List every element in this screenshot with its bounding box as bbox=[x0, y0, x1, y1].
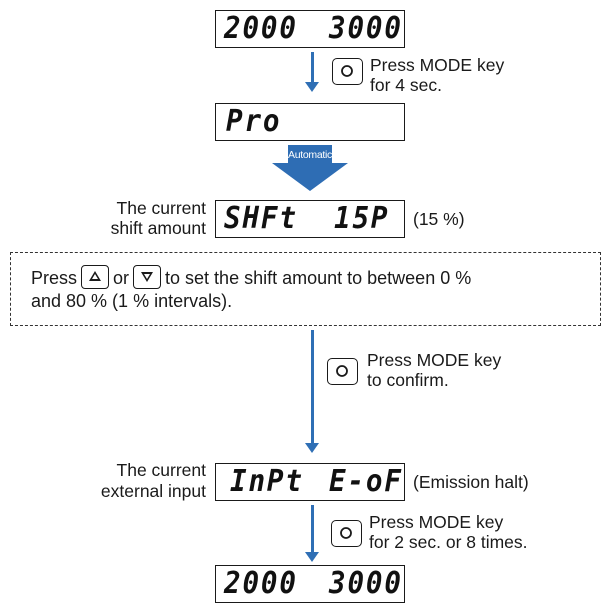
display-final: 2000 3000 bbox=[215, 565, 405, 603]
step3-text-line1: Press MODE key bbox=[367, 350, 502, 370]
display-pro: Pro bbox=[215, 103, 405, 141]
automatic-arrow-icon bbox=[272, 145, 348, 191]
display-pro-left: Pro bbox=[226, 104, 282, 139]
step1-text-line2: for 4 sec. bbox=[370, 75, 442, 95]
instruction-line1: Press or to set the shift amount to betwee… bbox=[31, 265, 471, 289]
arrow-down-icon bbox=[311, 52, 314, 82]
arrow-down-icon bbox=[305, 552, 319, 562]
up-key-icon bbox=[81, 265, 110, 289]
display-initial-left: 2000 bbox=[224, 11, 298, 46]
step1-text-line1: Press MODE key bbox=[370, 55, 505, 75]
display-initial-right: 3000 bbox=[329, 11, 403, 46]
input-caption-line2: external input bbox=[100, 481, 206, 501]
automatic-label: Automatic bbox=[288, 149, 332, 161]
mode-key-icon bbox=[331, 520, 362, 547]
display-input-right: E-oF bbox=[329, 464, 403, 499]
display-input-left: InPt bbox=[230, 464, 304, 499]
step5-text-line1: Press MODE key bbox=[369, 512, 504, 532]
mode-key-icon bbox=[327, 358, 358, 385]
mode-key-icon bbox=[332, 58, 363, 85]
instruction-box bbox=[10, 252, 601, 326]
display-initial: 2000 3000 bbox=[215, 10, 405, 48]
instruction-rest: to set the shift amount to between 0 % bbox=[165, 268, 472, 288]
arrow-down-icon bbox=[311, 505, 314, 552]
display-shift-left: SHFt bbox=[224, 201, 298, 236]
display-input: InPt E-oF bbox=[215, 463, 405, 501]
input-caption-line1: The current bbox=[116, 460, 206, 480]
down-key-icon bbox=[133, 265, 162, 289]
shift-note: (15 %) bbox=[413, 209, 465, 229]
instruction-line2: and 80 % (1 % intervals). bbox=[31, 291, 233, 311]
display-shift: SHFt 15P bbox=[215, 200, 405, 238]
display-final-right: 3000 bbox=[329, 566, 403, 601]
shift-caption-line2: shift amount bbox=[110, 218, 206, 238]
display-shift-right: 15P bbox=[334, 201, 390, 236]
arrow-down-icon bbox=[305, 82, 319, 92]
instruction-or: or bbox=[113, 268, 130, 288]
arrow-down-icon bbox=[305, 443, 319, 453]
instruction-press: Press bbox=[31, 268, 78, 288]
display-final-left: 2000 bbox=[224, 566, 298, 601]
step5-text-line2: for 2 sec. or 8 times. bbox=[369, 532, 528, 552]
step3-text-line2: to confirm. bbox=[367, 370, 449, 390]
input-note: (Emission halt) bbox=[413, 472, 529, 492]
shift-caption-line1: The current bbox=[116, 198, 206, 218]
arrow-down-icon bbox=[311, 330, 314, 443]
